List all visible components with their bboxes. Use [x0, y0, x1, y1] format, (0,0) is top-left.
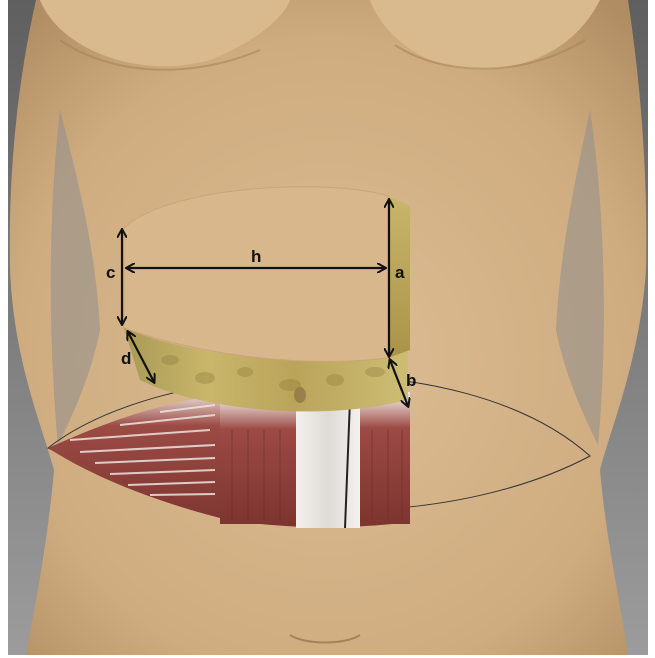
label-a: a [395, 263, 405, 282]
left-rectus [220, 398, 296, 524]
skin-flap [124, 187, 388, 362]
label-d: d [121, 349, 131, 368]
label-h: h [251, 247, 261, 266]
linea-alba [296, 396, 360, 528]
label-c: c [106, 263, 115, 282]
label-b: b [406, 371, 416, 390]
